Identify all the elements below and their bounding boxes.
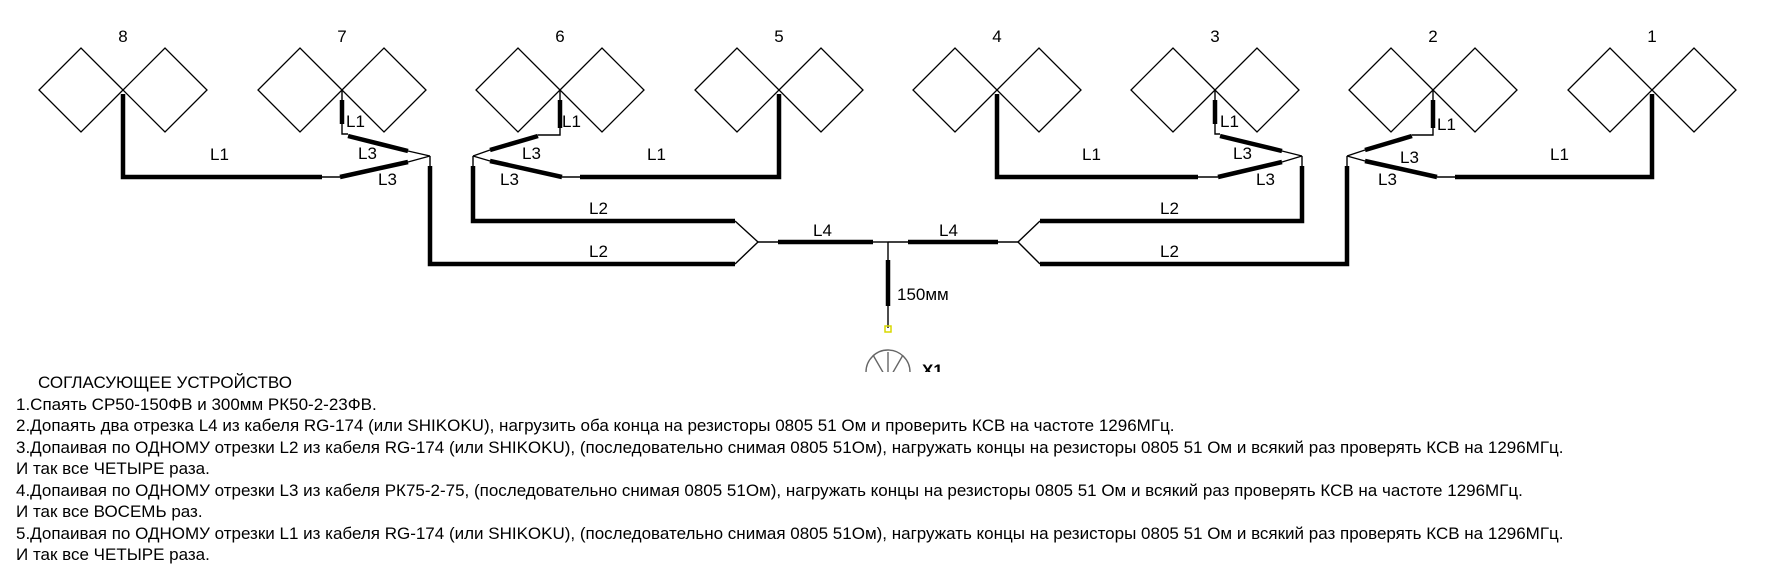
dipole-right-square — [778, 47, 864, 133]
instruction-line: 1.Спаять СР50-150ФВ и 300мм РК50-2-23ФВ. — [16, 394, 377, 414]
dipole-left-square — [1348, 47, 1434, 133]
label-l3: L3 — [1378, 170, 1397, 189]
dipole-left-square — [912, 47, 998, 133]
label-l1: L1 — [1437, 115, 1456, 134]
instruction-line: И так все ЧЕТЫРЕ раза. — [16, 545, 210, 564]
dipole-5: 5 — [694, 27, 864, 133]
label-l3: L3 — [1400, 148, 1419, 167]
dipole-right-square — [122, 47, 208, 133]
dipole-right-square — [1651, 47, 1737, 133]
label-l1: L1 — [647, 145, 666, 164]
antenna-number: 3 — [1210, 27, 1219, 46]
label-l1: L1 — [1550, 145, 1569, 164]
antenna-number: 1 — [1647, 27, 1656, 46]
dipole-right-square — [559, 47, 645, 133]
dipole-2: 2 — [1348, 27, 1518, 133]
label-l2: L2 — [589, 199, 608, 218]
instructions-block: СОГЛАСУЮЩЕЕ УСТРОЙСТВО 1.Спаять СР50-150… — [16, 372, 1786, 566]
dipole-right-square — [1214, 47, 1300, 133]
dipole-1: 1 — [1567, 27, 1737, 133]
cable-labels: L1 L3 L3 L1 L2 L2 L1 L3 L3 L1 L4 L4 150м… — [210, 112, 1569, 304]
dipole-left-square — [694, 47, 780, 133]
label-l2: L2 — [589, 242, 608, 261]
label-l1: L1 — [210, 145, 229, 164]
dipole-left-square — [38, 47, 124, 133]
instruction-line: 4.Допаивая по ОДНОМУ отрезки L3 из кабел… — [16, 480, 1523, 500]
dipole-3: 3 — [1130, 27, 1300, 133]
label-l1: L1 — [346, 112, 365, 131]
dipole-4: 4 — [912, 27, 1082, 133]
dipole-8: 8 — [38, 27, 208, 133]
instruction-line: И так все ЧЕТЫРЕ раза. — [16, 459, 210, 478]
label-l3: L3 — [378, 170, 397, 189]
label-l2: L2 — [1160, 199, 1179, 218]
label-l4: L4 — [813, 221, 832, 240]
label-l3: L3 — [1233, 144, 1252, 163]
label-l3: L3 — [500, 170, 519, 189]
label-feed: 150мм — [897, 285, 949, 304]
label-l2: L2 — [1160, 242, 1179, 261]
instruction-line: 2.Допаять два отрезка L4 из кабеля RG-17… — [16, 416, 1175, 435]
connector-pin — [884, 325, 892, 333]
instruction-line: 3.Допаивая по ОДНОМУ отрезки L2 из кабел… — [16, 437, 1564, 457]
dipole-left-square — [1130, 47, 1216, 133]
antenna-number: 7 — [337, 27, 346, 46]
instruction-line: И так все ВОСЕМЬ раз. — [16, 502, 203, 521]
instructions-title: СОГЛАСУЮЩЕЕ УСТРОЙСТВО — [38, 373, 292, 392]
connector-label: X1 — [922, 361, 943, 372]
dipole-left-square — [257, 47, 343, 133]
label-l1: L1 — [1082, 145, 1101, 164]
dipole-row: 8 7 6 5 4 3 2 1 — [38, 27, 1737, 133]
antenna-number: 6 — [555, 27, 564, 46]
label-l3: L3 — [522, 144, 541, 163]
instruction-line: 5.Допаивая по ОДНОМУ отрезки L1 из кабел… — [16, 523, 1564, 543]
connector-circle — [865, 349, 911, 372]
dipole-7: 7 — [257, 27, 427, 133]
antenna-number: 5 — [774, 27, 783, 46]
label-l3: L3 — [358, 144, 377, 163]
dipole-6: 6 — [475, 27, 645, 133]
antenna-array-schematic: 8 7 6 5 4 3 2 1 — [38, 27, 1737, 372]
antenna-number: 4 — [992, 27, 1001, 46]
dipole-right-square — [341, 47, 427, 133]
dipole-right-square — [1432, 47, 1518, 133]
connector-arrow-icon — [872, 352, 904, 372]
connector-x1: X1 — [865, 325, 943, 372]
label-l3: L3 — [1256, 170, 1275, 189]
label-l4: L4 — [939, 221, 958, 240]
antenna-number: 8 — [118, 27, 127, 46]
dipole-left-square — [1567, 47, 1653, 133]
label-l1: L1 — [1220, 112, 1239, 131]
label-l1: L1 — [562, 112, 581, 131]
dipole-left-square — [475, 47, 561, 133]
feed-network — [120, 90, 1655, 328]
dipole-right-square — [996, 47, 1082, 133]
antenna-number: 2 — [1428, 27, 1437, 46]
